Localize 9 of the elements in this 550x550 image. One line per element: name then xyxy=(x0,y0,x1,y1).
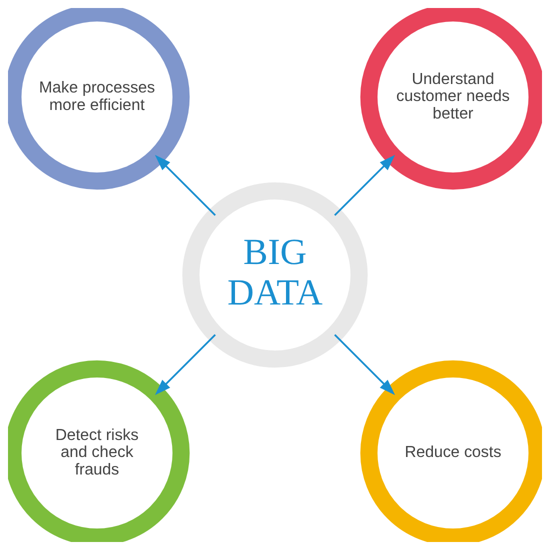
arrow xyxy=(154,154,216,216)
node-circle: BIG DATA xyxy=(182,182,368,368)
node-circle: Make processes more efficient xyxy=(8,8,190,190)
arrow xyxy=(334,334,396,396)
node-circle: Understand customer needs better xyxy=(360,8,542,190)
arrow xyxy=(154,334,216,396)
node-circle: Detect risks and check frauds xyxy=(8,360,190,542)
node-circle: Reduce costs xyxy=(360,360,542,542)
arrow xyxy=(334,154,396,216)
